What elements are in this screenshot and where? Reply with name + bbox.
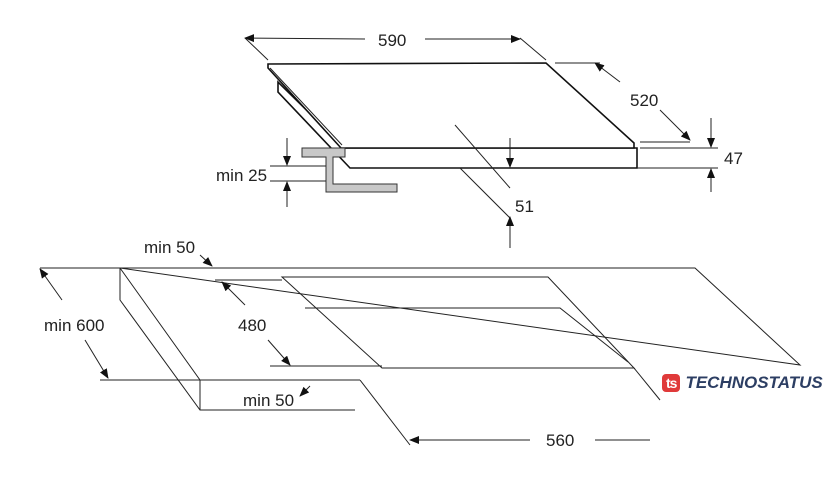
dim-min-front-clearance: min 50 <box>243 391 294 410</box>
logo-mark: ts <box>662 374 681 392</box>
dim-recess-depth: 51 <box>515 197 534 216</box>
dim-hob-width: 590 <box>378 31 406 50</box>
hob-dimension-lines <box>244 34 718 248</box>
dim-cutout-depth: 480 <box>238 316 266 335</box>
mounting-bracket <box>301 147 398 193</box>
dim-hob-depth: 520 <box>630 91 658 110</box>
dim-hob-height: 47 <box>724 149 743 168</box>
dim-cutout-width: 560 <box>546 431 574 450</box>
dim-min-worktop-depth: min 600 <box>44 316 104 335</box>
dim-min-back-clearance: min 50 <box>144 238 195 257</box>
technostatus-logo: ts TECHNOSTATUS <box>662 373 823 393</box>
worktop-dimension-lines <box>39 254 661 446</box>
logo-name: TECHNOSTATUS <box>685 373 823 392</box>
hob <box>267 62 638 169</box>
dim-min-worktop-thickness: min 25 <box>216 166 267 185</box>
